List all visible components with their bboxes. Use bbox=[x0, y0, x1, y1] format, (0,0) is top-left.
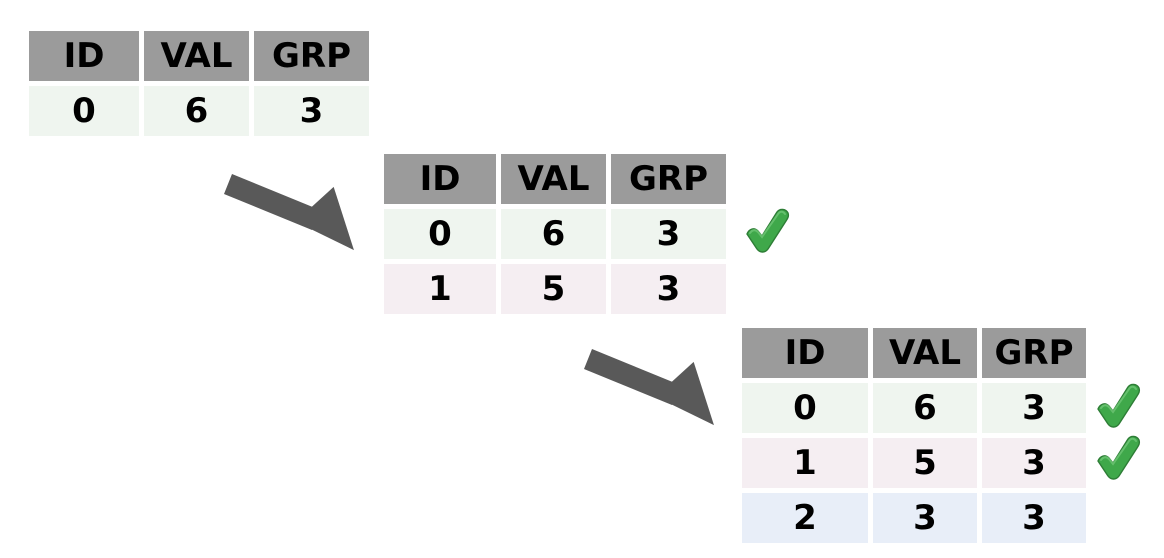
cell-id: 0 bbox=[29, 86, 139, 136]
checkmark-step3-row1 bbox=[1097, 435, 1141, 480]
table-row: 0 6 3 bbox=[29, 86, 369, 136]
table-header-row: ID VAL GRP bbox=[742, 328, 1086, 378]
table-step-1: ID VAL GRP 0 6 3 bbox=[29, 31, 369, 136]
table-row: 0 6 3 bbox=[742, 383, 1086, 433]
cell-grp: 3 bbox=[254, 86, 369, 136]
table-step-2: ID VAL GRP 0 6 3 1 5 3 bbox=[384, 154, 726, 314]
column-header-val: VAL bbox=[501, 154, 606, 204]
column-header-grp: GRP bbox=[611, 154, 726, 204]
cell-id: 1 bbox=[742, 438, 868, 488]
cell-id: 0 bbox=[384, 209, 496, 259]
column-header-id: ID bbox=[742, 328, 868, 378]
table-row: 1 5 3 bbox=[384, 264, 726, 314]
table-header-row: ID VAL GRP bbox=[384, 154, 726, 204]
cell-val: 6 bbox=[873, 383, 977, 433]
arrow-step1-to-step2 bbox=[224, 174, 354, 251]
cell-val: 6 bbox=[144, 86, 249, 136]
cell-grp: 3 bbox=[611, 264, 726, 314]
table-header-row: ID VAL GRP bbox=[29, 31, 369, 81]
cell-id: 2 bbox=[742, 493, 868, 543]
cell-val: 3 bbox=[873, 493, 977, 543]
cell-val: 6 bbox=[501, 209, 606, 259]
column-header-val: VAL bbox=[144, 31, 249, 81]
column-header-id: ID bbox=[29, 31, 139, 81]
table-step-3: ID VAL GRP 0 6 3 1 5 3 2 3 3 bbox=[742, 328, 1086, 543]
column-header-id: ID bbox=[384, 154, 496, 204]
cell-id: 1 bbox=[384, 264, 496, 314]
cell-val: 5 bbox=[501, 264, 606, 314]
cell-val: 5 bbox=[873, 438, 977, 488]
cell-grp: 3 bbox=[982, 383, 1086, 433]
column-header-grp: GRP bbox=[982, 328, 1086, 378]
table-row: 2 3 3 bbox=[742, 493, 1086, 543]
cell-grp: 3 bbox=[611, 209, 726, 259]
checkmark-step2-row0 bbox=[746, 208, 790, 253]
cell-grp: 3 bbox=[982, 438, 1086, 488]
column-header-grp: GRP bbox=[254, 31, 369, 81]
cell-id: 0 bbox=[742, 383, 868, 433]
table-row: 1 5 3 bbox=[742, 438, 1086, 488]
column-header-val: VAL bbox=[873, 328, 977, 378]
arrow-step2-to-step3 bbox=[584, 349, 714, 426]
cell-grp: 3 bbox=[982, 493, 1086, 543]
table-row: 0 6 3 bbox=[384, 209, 726, 259]
checkmark-step3-row0 bbox=[1097, 383, 1141, 428]
